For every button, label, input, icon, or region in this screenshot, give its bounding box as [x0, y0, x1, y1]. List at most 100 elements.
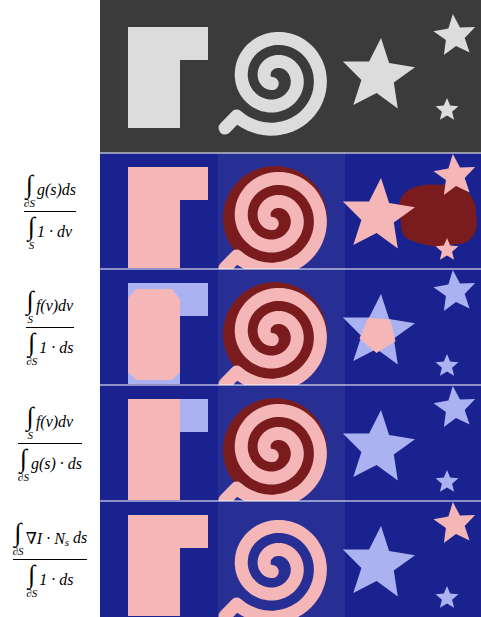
- result-row: [100, 501, 481, 617]
- integrand: ∇I · N: [26, 529, 65, 548]
- energy-formula: ∫∂S∇I · Nsds∫∂S1 · ds: [13, 520, 88, 599]
- row-separator: [100, 385, 481, 386]
- star-shape: [436, 98, 459, 120]
- row-separator: [100, 501, 481, 502]
- integral: ∫∂S: [18, 446, 29, 483]
- panel-background: [345, 269, 481, 385]
- spiral-segment: [225, 295, 320, 386]
- l-segment-inner: [128, 399, 180, 500]
- integral-sign: ∫: [27, 404, 34, 430]
- integration-domain: S: [28, 430, 34, 441]
- input-image: [100, 0, 481, 153]
- formula-line: ∫Sf(v)dv: [27, 404, 73, 441]
- star-segment-inner: [360, 318, 396, 353]
- star-segment: [343, 526, 415, 596]
- energy-formula: ∫Sf(v)dv∫∂Sg(s) · ds: [18, 404, 82, 483]
- row-separator: [100, 269, 481, 270]
- star-segment: [434, 154, 476, 195]
- spiral-shape: [225, 39, 320, 130]
- result-row: [100, 385, 481, 502]
- panel-background: [100, 385, 218, 501]
- integration-domain: S: [28, 314, 34, 325]
- integral: ∫S: [28, 214, 35, 251]
- panel-background: [100, 269, 218, 385]
- star-shape: [434, 14, 476, 55]
- formula-line: ∫∂Sg(s) · ds: [18, 446, 82, 483]
- integral-sign: ∫: [15, 520, 22, 546]
- subscript: s: [65, 536, 69, 548]
- formula-line: ∫S1 · dv: [28, 214, 72, 251]
- integration-domain: S: [29, 240, 35, 251]
- panel-background: [218, 153, 345, 269]
- star-segment: [436, 470, 459, 492]
- integration-domain: ∂S: [24, 198, 35, 209]
- result-row: [100, 153, 481, 270]
- panel-background: [218, 385, 345, 501]
- l-segment: [128, 283, 208, 384]
- integrand: f(v)dv: [36, 413, 73, 431]
- spiral-segment: [225, 179, 320, 270]
- spiral-interior: [223, 398, 327, 502]
- integrand: g(s) · ds: [31, 455, 82, 473]
- star-segment: [436, 354, 459, 376]
- integral-sign: ∫: [28, 562, 35, 588]
- integral-sign: ∫: [20, 446, 27, 472]
- integral: ∫S: [27, 288, 34, 325]
- integration-domain: ∂S: [26, 588, 37, 599]
- star-segment: [434, 270, 476, 311]
- integrand: f(v)dv: [36, 297, 73, 315]
- integration-domain: ∂S: [13, 546, 24, 557]
- star-segment: [436, 238, 459, 260]
- l-segment: [128, 399, 208, 500]
- formula-line: ∫∂S1 · ds: [26, 330, 73, 367]
- spiral-segment: [225, 411, 320, 502]
- formula-line: ∫Sf(v)dv: [27, 288, 73, 325]
- star-segment: [434, 386, 476, 427]
- panel-background: [100, 153, 218, 269]
- panel-background: [218, 269, 345, 385]
- segmentation-shapes: [128, 502, 475, 617]
- integral: ∫S: [27, 404, 34, 441]
- panel-background: [100, 501, 218, 617]
- star-segment: [343, 294, 415, 364]
- energy-formula: ∫Sf(v)dv∫∂S1 · ds: [26, 288, 73, 367]
- l-segment: [128, 515, 208, 616]
- l-segment-inner: [128, 289, 180, 380]
- result-row: [100, 269, 481, 386]
- fraction-bar: [26, 327, 73, 328]
- star-segment: [343, 410, 415, 480]
- integration-domain: ∂S: [18, 472, 29, 483]
- star-shape: [343, 38, 415, 108]
- integral: ∫∂S: [24, 172, 35, 209]
- fraction-bar: [24, 211, 76, 212]
- panel-background: [218, 501, 345, 617]
- star-segment: [343, 178, 415, 248]
- spiral-interior: [223, 282, 327, 386]
- segmentation-shapes: [128, 386, 475, 502]
- fraction-bar: [13, 559, 88, 560]
- integral-sign: ∫: [28, 330, 35, 356]
- integrand: 1 · dv: [37, 223, 72, 241]
- spiral-interior: [223, 166, 327, 270]
- integration-domain: ∂S: [26, 356, 37, 367]
- integrand: g(s)ds: [37, 181, 76, 199]
- integral-sign: ∫: [27, 288, 34, 314]
- integral: ∫∂S: [26, 562, 37, 599]
- integrand: 1 · ds: [39, 571, 73, 589]
- fraction-bar: [18, 443, 82, 444]
- integral-sign: ∫: [26, 172, 33, 198]
- l-segment: [128, 167, 208, 268]
- integral: ∫∂S: [13, 520, 24, 557]
- star-segment: [434, 502, 476, 543]
- integrand: ds: [73, 529, 87, 547]
- segmentation-shapes: [128, 270, 475, 386]
- leak-region: [399, 184, 477, 246]
- integrand: 1 · ds: [39, 339, 73, 357]
- integral: ∫∂S: [26, 330, 37, 367]
- l-shape: [128, 27, 208, 128]
- row-separator: [100, 153, 481, 154]
- spiral-segment: [225, 527, 320, 617]
- segmentation-shapes: [128, 154, 477, 270]
- star-segment: [436, 586, 459, 608]
- formula-line: ∫∂S∇I · Nsds: [13, 520, 88, 557]
